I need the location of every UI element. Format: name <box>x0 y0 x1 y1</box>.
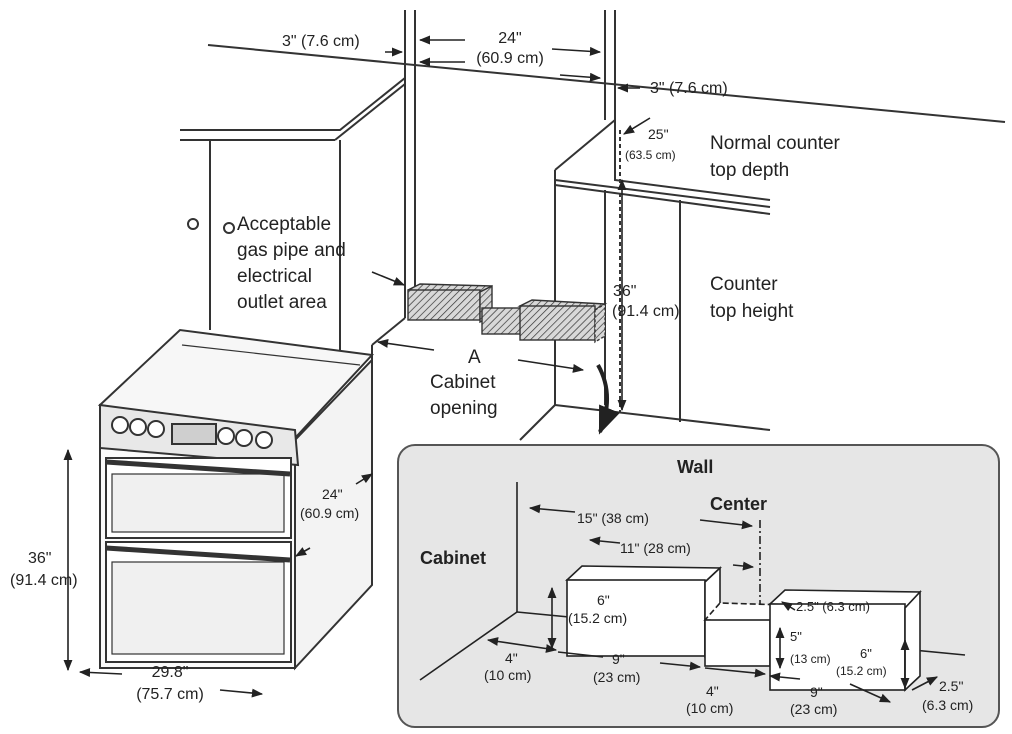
main-dimension-lines <box>63 35 651 698</box>
counter-height-cm: (91.4 cm) <box>612 303 680 320</box>
top-width-label: 24" <box>498 30 522 47</box>
depth-in-label: 25" <box>648 126 669 142</box>
outlet-area-line-3: electrical <box>237 266 312 287</box>
outlet-area-line-4: outlet area <box>237 292 327 313</box>
outlet-area-blocks <box>407 283 608 344</box>
inset-box2-h5-in: 5" <box>790 629 802 644</box>
counter-height-in: 36" <box>613 283 637 300</box>
inset-box2-h6-in: 6" <box>860 646 872 661</box>
depth-caption-2: top depth <box>710 160 790 181</box>
inset-box1-height-in: 6" <box>597 592 610 608</box>
inset-box2-width-cm: (23 cm) <box>790 701 838 717</box>
top-left-gap-label: 3" (7.6 cm) <box>282 33 360 50</box>
top-right-gap-label: 3" (7.6 cm) <box>650 80 728 97</box>
inset-dim-11: 11" (28 cm) <box>620 540 691 556</box>
range-depth-cm: (60.9 cm) <box>300 505 360 521</box>
counter-height-caption-2: top height <box>710 301 794 322</box>
outlet-area-line-2: gas pipe and <box>237 240 346 261</box>
inset-mid-gap-cm: (10 cm) <box>686 700 734 716</box>
inset-center-label: Center <box>710 494 768 514</box>
inset-dim-15: 15" (38 cm) <box>577 510 649 526</box>
counter-height-caption-1: Counter <box>710 274 778 295</box>
inset-cabinet-label: Cabinet <box>420 548 487 568</box>
range-width-cm: (75.7 cm) <box>136 686 204 703</box>
inset-mid-gap-in: 4" <box>706 683 719 699</box>
inset-left-gap-cm: (10 cm) <box>484 667 532 683</box>
inset-box2-width-in: 9" <box>810 684 823 700</box>
inset-box2-h5-cm: (13 cm) <box>790 652 831 666</box>
inset-box2-h6-cm: (15.2 cm) <box>836 664 887 678</box>
range-height-cm: (91.4 cm) <box>10 572 78 589</box>
range-depth-in: 24" <box>322 486 343 502</box>
opening-letter: A <box>468 347 481 368</box>
top-width-cm-label: (60.9 cm) <box>476 50 544 67</box>
depth-cm-label: (63.5 cm) <box>625 148 676 162</box>
opening-caption-1: Cabinet <box>430 372 496 393</box>
range-width-in: 29.8" <box>151 664 189 681</box>
opening-caption-2: opening <box>430 398 498 419</box>
inset-box1-height-cm: (15.2 cm) <box>568 610 628 626</box>
inset-front-gap-cm: (6.3 cm) <box>922 697 974 713</box>
inset-box1-width-cm: (23 cm) <box>593 669 641 685</box>
inset-drawing <box>419 482 966 703</box>
outlet-area-line-1: Acceptable <box>237 214 332 235</box>
range-drawing <box>97 328 375 671</box>
depth-caption-1: Normal counter <box>710 133 840 154</box>
inset-left-gap-in: 4" <box>505 650 518 666</box>
inset-wall-label: Wall <box>677 457 714 477</box>
inset-box1-width-in: 9" <box>612 651 625 667</box>
inset-front-gap-in: 2.5" <box>939 678 964 694</box>
inset-box2-depth: 2.5" (6.3 cm) <box>796 599 870 614</box>
range-height-in: 36" <box>28 550 52 567</box>
